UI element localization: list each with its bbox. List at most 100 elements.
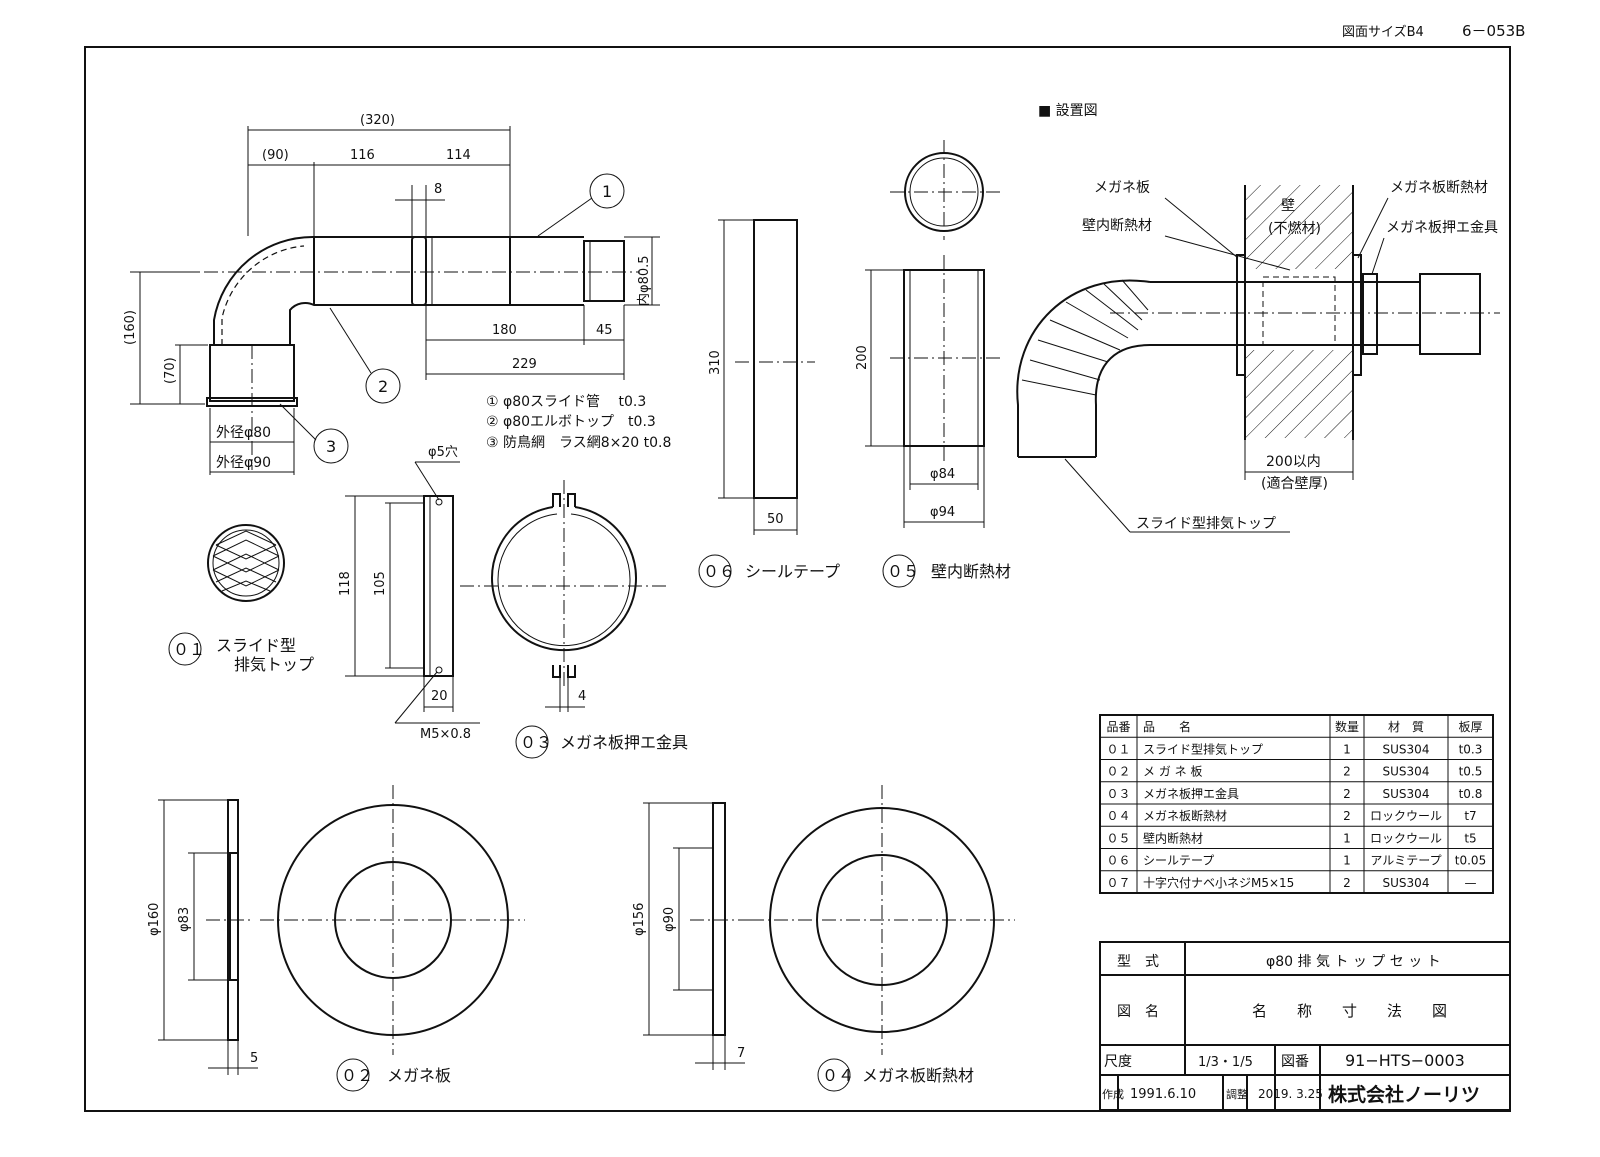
made-date: 1991.6.10 bbox=[1130, 1087, 1196, 1102]
table-cell-name: シールテープ bbox=[1143, 854, 1214, 868]
label-megane-insul: メガネ板断熱材 bbox=[1390, 180, 1488, 196]
callout-3: 3 bbox=[326, 437, 336, 456]
part-05-number: ０５ bbox=[887, 562, 919, 581]
clamp-side-view: 118 105 20 φ5穴 M5×0.8 bbox=[338, 445, 480, 742]
table-cell-name: メ ガ ネ 板 bbox=[1143, 765, 1202, 779]
table-cell-name: 十字穴付ナベ小ネジM5×15 bbox=[1143, 875, 1294, 890]
table-cell-thickness: — bbox=[1465, 876, 1477, 890]
drawing-code: 6－053B bbox=[1462, 22, 1525, 40]
table-cell-qty: 2 bbox=[1343, 787, 1351, 801]
part-04-number: ０４ bbox=[822, 1066, 854, 1085]
label-wall: 壁 bbox=[1281, 198, 1295, 214]
part-06-number: ０６ bbox=[703, 562, 735, 581]
table-cell-thickness: t0.5 bbox=[1459, 765, 1483, 779]
table-header-name: 品 名 bbox=[1143, 719, 1191, 734]
megane-insulation-front bbox=[750, 785, 1015, 1055]
model-label: 型 式 bbox=[1117, 954, 1159, 970]
dim-hole-5: φ5穴 bbox=[428, 445, 458, 460]
table-cell-no: ０５ bbox=[1106, 831, 1130, 845]
callout-1: 1 bbox=[602, 182, 612, 201]
callout-2: 2 bbox=[378, 377, 388, 396]
dim-inner-805: 内φ80.5 bbox=[636, 255, 652, 306]
wall-insulation-view: 200 φ84 φ94 bbox=[855, 140, 1000, 528]
table-cell-material: SUS304 bbox=[1383, 876, 1430, 890]
bird-screen-view bbox=[207, 524, 285, 602]
table-header-material: 材 質 bbox=[1388, 719, 1424, 734]
made-label: 作成 bbox=[1102, 1088, 1124, 1101]
table-cell-no: ０１ bbox=[1106, 742, 1130, 756]
dim-229: 229 bbox=[512, 357, 537, 372]
clamp-front-view: 4 bbox=[460, 480, 670, 712]
scale-value: 1/3・1/5 bbox=[1198, 1055, 1253, 1070]
table-cell-name: 壁内断熱材 bbox=[1143, 830, 1203, 845]
megane-insulation-side: φ156 φ90 7 bbox=[632, 802, 750, 1070]
drawing-name-label: 図 名 bbox=[1117, 1004, 1159, 1020]
elbow-dimensions: (320) (90) 116 114 8 (160) (70) 内φ80.5 1… bbox=[123, 113, 660, 475]
dim-70: (70) bbox=[163, 357, 178, 384]
part-03-name: メガネ板押エ金具 bbox=[560, 733, 688, 752]
dim-dia-84: φ84 bbox=[930, 467, 955, 482]
dim-118: 118 bbox=[338, 571, 353, 596]
dim-200: 200 bbox=[855, 345, 870, 370]
part-03-number: ０３ bbox=[520, 733, 552, 752]
label-insul-in: 壁内断熱材 bbox=[1082, 218, 1152, 234]
table-cell-material: アルミテープ bbox=[1370, 854, 1441, 868]
label-megane: メガネ板 bbox=[1094, 180, 1150, 196]
label-thickness-note: (適合壁厚) bbox=[1261, 475, 1328, 492]
table-cell-thickness: t5 bbox=[1464, 831, 1476, 845]
dim-90: (90) bbox=[262, 148, 289, 163]
drawing-name-value: 名 称 寸 法 図 bbox=[1252, 1002, 1447, 1020]
table-cell-qty: 1 bbox=[1343, 831, 1351, 845]
dim-dia-90: φ90 bbox=[662, 907, 677, 932]
megane-plate-front bbox=[260, 785, 525, 1055]
dim-45: 45 bbox=[596, 323, 613, 338]
part-01-number: ０１ bbox=[173, 640, 205, 659]
dim-dia-94: φ94 bbox=[930, 505, 955, 520]
table-cell-material: SUS304 bbox=[1383, 787, 1430, 801]
table-cell-material: SUS304 bbox=[1383, 742, 1430, 756]
number-label: 図番 bbox=[1281, 1054, 1309, 1070]
part-05-name: 壁内断熱材 bbox=[931, 562, 1011, 581]
part-06-name: シールテープ bbox=[745, 562, 840, 581]
drawing-border bbox=[84, 46, 1511, 1112]
installation-labels: メガネ板 壁内断熱材 壁 (不燃材) メガネ板断熱材 メガネ板押エ金具 200以… bbox=[1064, 180, 1498, 533]
table-cell-no: ０７ bbox=[1106, 876, 1130, 890]
table-header-no: 品番 bbox=[1106, 720, 1130, 734]
rev-label: 調整 bbox=[1226, 1087, 1248, 1101]
label-wall-sub: (不燃材) bbox=[1268, 220, 1321, 237]
company-name: 株式会社ノーリツ bbox=[1328, 1083, 1480, 1106]
dim-20: 20 bbox=[431, 689, 448, 704]
paper-size-label: 図面サイズB4 bbox=[1342, 24, 1424, 40]
note-1: ① φ80スライド管 t0.3 bbox=[486, 394, 646, 410]
part-04-name: メガネ板断熱材 bbox=[862, 1066, 974, 1085]
dim-dia-156: φ156 bbox=[632, 903, 647, 936]
table-cell-name: スライド型排気トップ bbox=[1143, 741, 1263, 756]
table-header-thickness: 板厚 bbox=[1458, 720, 1482, 734]
dim-4: 4 bbox=[578, 689, 586, 704]
label-max-thickness: 200以内 bbox=[1266, 454, 1321, 470]
note-2: ② φ80エルボトップ t0.3 bbox=[486, 414, 656, 430]
table-cell-no: ０３ bbox=[1106, 787, 1130, 801]
part-02-number: ０２ bbox=[341, 1066, 373, 1085]
label-slide-top: スライド型排気トップ bbox=[1136, 516, 1276, 532]
table-cell-thickness: t0.3 bbox=[1459, 742, 1483, 756]
drawing-number: 91−HTS−0003 bbox=[1345, 1051, 1465, 1070]
dim-116: 116 bbox=[350, 148, 375, 163]
table-cell-no: ０６ bbox=[1106, 854, 1130, 868]
title-block: 型 式 φ80 排 気 ト ッ プ セ ッ ト 図 名 名 称 寸 法 図 尺度… bbox=[1099, 941, 1511, 1111]
dim-m5: M5×0.8 bbox=[420, 727, 471, 742]
dim-114: 114 bbox=[446, 148, 471, 163]
installation-view bbox=[1016, 185, 1500, 480]
table-cell-qty: 2 bbox=[1343, 876, 1351, 890]
model-value: φ80 排 気 ト ッ プ セ ッ ト bbox=[1266, 954, 1441, 970]
table-cell-material: ロックウール bbox=[1370, 831, 1442, 845]
dim-320: (320) bbox=[360, 113, 395, 128]
table-cell-thickness: t7 bbox=[1464, 809, 1476, 823]
table-header-qty: 数量 bbox=[1335, 719, 1359, 734]
table-cell-no: ０２ bbox=[1106, 765, 1130, 779]
table-cell-qty: 1 bbox=[1343, 854, 1351, 868]
dim-180: 180 bbox=[492, 323, 517, 338]
rev-date: 2019. 3.25 bbox=[1258, 1087, 1323, 1101]
